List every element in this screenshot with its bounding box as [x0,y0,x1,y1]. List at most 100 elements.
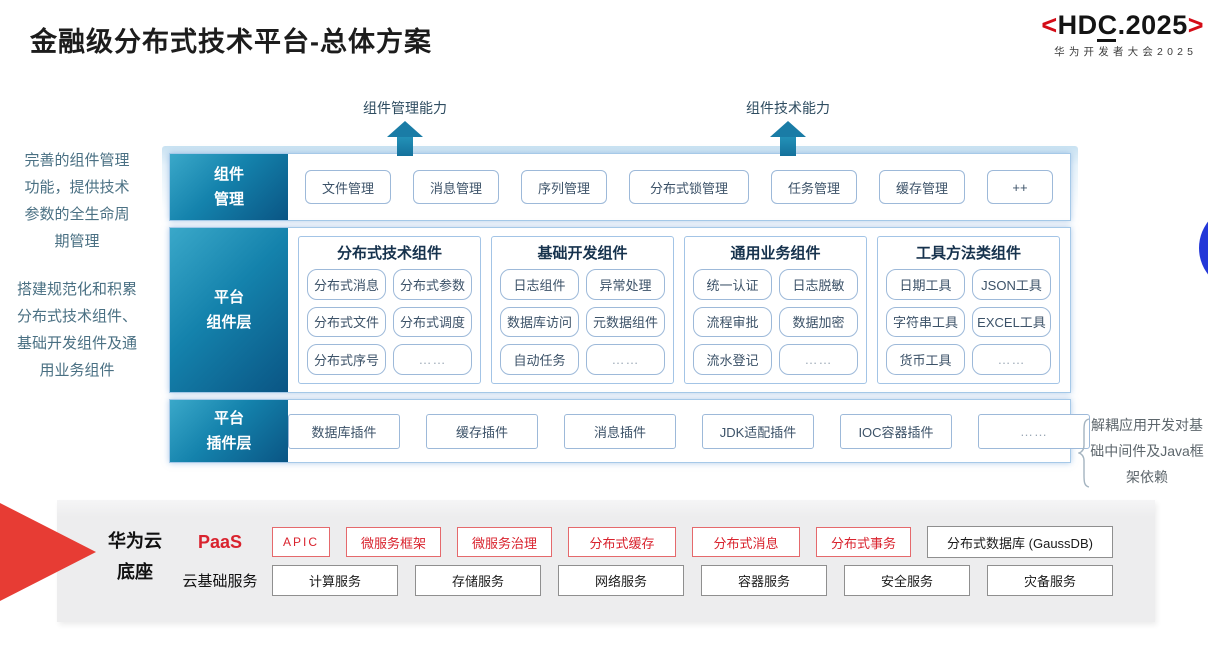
component-item: 分布式文件 [307,306,386,338]
paas-item-gaussdb: 分布式数据库 (GaussDB) [927,526,1113,558]
paas-item: APIC [272,527,330,557]
foundation-label: 华为云 底座 [108,531,162,582]
paas-items: APIC 微服务框架 微服务治理 分布式缓存 分布式消息 分布式事务 分布式数据… [272,526,1113,558]
panel-items: 日志组件 异常处理 数据库访问 元数据组件 自动任务 …… [500,269,665,375]
management-item: 序列管理 [521,170,607,204]
cloud-service-item: 安全服务 [844,565,970,596]
management-item: 任务管理 [771,170,857,204]
plugin-item: 数据库插件 [288,413,400,449]
component-item: 分布式调度 [393,306,472,338]
plugin-item: IOC容器插件 [840,413,952,449]
cloud-service-item: 容器服务 [701,565,827,596]
cloud-service-item: 存储服务 [415,565,541,596]
cloud-service-item: 网络服务 [558,565,684,596]
paas-item: 分布式缓存 [568,527,676,557]
paas-item: 微服务治理 [457,527,552,557]
component-item: 数据库访问 [500,306,579,338]
up-arrow-icon [770,121,806,137]
paas-item: 微服务框架 [346,527,441,557]
layer-component-management: 组件 管理 文件管理 消息管理 序列管理 分布式锁管理 任务管理 缓存管理 ++ [169,153,1071,221]
capability-technical: 组件技术能力 [728,98,848,156]
hdc-logo-line: <HDC.2025> [1041,10,1204,42]
component-item: 流程审批 [693,306,772,338]
up-arrow-stem [780,137,796,156]
panel-title: 通用业务组件 [730,245,821,262]
huawei-cloud-foundation: 华为云 底座 PaaS APIC 微服务框架 微服务治理 分布式缓存 分布式消息… [57,500,1155,622]
panel-items: 分布式消息 分布式参数 分布式文件 分布式调度 分布式序号 …… [307,269,472,375]
panel-base-dev: 基础开发组件 日志组件 异常处理 数据库访问 元数据组件 自动任务 …… [491,236,674,384]
management-item-plus: ++ [987,170,1053,204]
component-panels: 分布式技术组件 分布式消息 分布式参数 分布式文件 分布式调度 分布式序号 ……… [288,228,1070,392]
logo-text: HDC.2025 [1057,10,1188,40]
panel-common-business: 通用业务组件 统一认证 日志脱敏 流程审批 数据加密 流水登记 …… [684,236,867,384]
component-item: 日志脱敏 [779,269,858,300]
cloud-service-items: 计算服务 存储服务 网络服务 容器服务 安全服务 灾备服务 [272,565,1113,596]
layer-label-components: 平台 组件层 [170,228,288,392]
component-item: 异常处理 [586,269,665,300]
component-item: EXCEL工具 [972,306,1051,338]
component-item: 货币工具 [886,344,965,375]
panel-items: 统一认证 日志脱敏 流程审批 数据加密 流水登记 …… [693,269,858,375]
cloud-services-label: 云基础服务 [182,573,258,590]
component-item-more: …… [779,344,858,375]
cloud-service-item: 灾备服务 [987,565,1113,596]
component-item: 日志组件 [500,269,579,300]
management-item: 缓存管理 [879,170,965,204]
component-item: 日期工具 [886,269,965,300]
layer-platform-components: 平台 组件层 分布式技术组件 分布式消息 分布式参数 分布式文件 分布式调度 分… [169,227,1071,393]
capability-management-label: 组件管理能力 [363,100,447,116]
management-item: 消息管理 [413,170,499,204]
panel-distributed-tech: 分布式技术组件 分布式消息 分布式参数 分布式文件 分布式调度 分布式序号 …… [298,236,481,384]
cloud-service-item: 计算服务 [272,565,398,596]
component-item: JSON工具 [972,269,1051,300]
red-arrow-icon [0,503,96,601]
capability-technical-label: 组件技术能力 [746,100,830,116]
annotation-left-bottom: 搭建规范化和积累分布式技术组件、基础开发组件及通用业务组件 [16,281,137,379]
paas-label: PaaS [197,531,243,552]
component-item: 统一认证 [693,269,772,300]
layer-platform-plugins: 平台 插件层 数据库插件 缓存插件 消息插件 JDK适配插件 IOC容器插件 …… [169,399,1090,463]
component-item: 分布式序号 [307,344,386,375]
callout-brace-icon [1078,418,1090,488]
paas-item: 分布式消息 [692,527,800,557]
component-item: 字符串工具 [886,306,965,338]
component-item: 分布式消息 [307,269,386,300]
panel-title: 分布式技术组件 [336,245,442,262]
up-arrow-stem [397,137,413,156]
panel-utility-tools: 工具方法类组件 日期工具 JSON工具 字符串工具 EXCEL工具 货币工具 …… [877,236,1060,384]
component-item: 数据加密 [779,306,858,338]
logo-c-underline [1097,39,1117,42]
layer-label-plugins: 平台 插件层 [170,400,288,462]
panel-items: 日期工具 JSON工具 字符串工具 EXCEL工具 货币工具 …… [886,269,1051,375]
management-item: 文件管理 [305,170,391,204]
component-item-more: …… [586,344,665,375]
management-items: 文件管理 消息管理 序列管理 分布式锁管理 任务管理 缓存管理 ++ [288,154,1070,220]
component-item: 元数据组件 [586,306,665,338]
layer-label-management: 组件 管理 [170,154,288,220]
hdc-logo: <HDC.2025> 华为开发者大会2025 [1041,10,1204,59]
up-arrow-icon [387,121,423,137]
plugin-item: 消息插件 [564,413,676,449]
component-item-more: …… [972,344,1051,375]
plugin-item-more: …… [978,413,1090,449]
capability-management: 组件管理能力 [345,98,465,156]
paas-row: PaaS APIC 微服务框架 微服务治理 分布式缓存 分布式消息 分布式事务 … [172,526,1113,558]
component-item: 流水登记 [693,344,772,375]
cloud-services-row: 云基础服务 计算服务 存储服务 网络服务 容器服务 安全服务 灾备服务 [172,565,1113,596]
component-item: 自动任务 [500,344,579,375]
annotation-left-top: 完善的组件管理功能，提供技术参数的全生命周期管理 [24,152,130,250]
plugin-item: 缓存插件 [426,413,538,449]
plugin-item: JDK适配插件 [702,413,814,449]
panel-title: 基础开发组件 [537,245,628,262]
component-item-more: …… [393,344,472,375]
platform-stack: 组件 管理 文件管理 消息管理 序列管理 分布式锁管理 任务管理 缓存管理 ++… [162,146,1090,470]
management-item: 分布式锁管理 [629,170,749,204]
plugin-items: 数据库插件 缓存插件 消息插件 JDK适配插件 IOC容器插件 …… [288,400,1090,462]
logo-bracket-right-icon: > [1187,10,1204,40]
paas-item: 分布式事务 [816,527,911,557]
blue-circle-decoration [1199,205,1208,291]
annotation-right: 解耦应用开发对基础中间件及Java框架依赖 [1090,417,1204,485]
component-item: 分布式参数 [393,269,472,300]
page-title: 金融级分布式技术平台-总体方案 [30,27,432,57]
logo-subtitle: 华为开发者大会2025 [1054,46,1198,58]
